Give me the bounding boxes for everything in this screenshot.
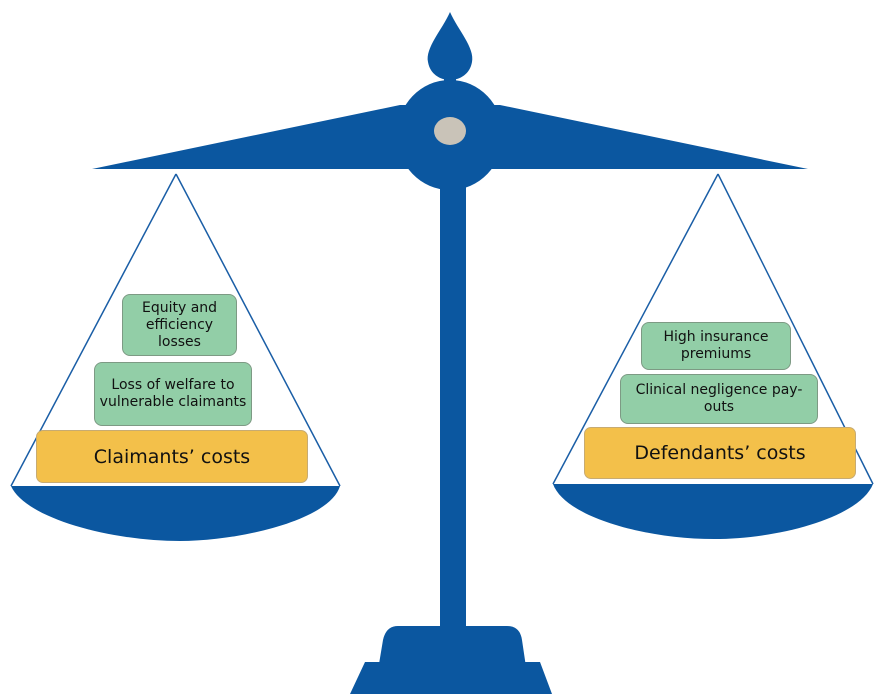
defendants-costs-label: Defendants’ costs: [634, 442, 806, 464]
right-stack-item-2: Clinical negligence pay-outs: [620, 374, 818, 424]
scale-pillar: [440, 183, 466, 628]
left-string-inner: [175, 173, 341, 487]
left-stack-item-1-label: Equity and efficiency losses: [141, 299, 218, 350]
pivot-circle: [434, 117, 466, 145]
claimants-costs-label: Claimants’ costs: [93, 445, 251, 468]
right-pan: [553, 484, 873, 539]
left-stack-item-1: Equity and efficiency losses: [122, 294, 237, 356]
left-stack-item-2-label: Loss of welfare to vulnerable claimants: [99, 377, 247, 410]
right-pan-base-label: Defendants’ costs: [584, 427, 856, 479]
right-string-outer: [552, 173, 719, 485]
right-stack-item-1: High insurance premiums: [641, 322, 791, 370]
scale-base-lower: [350, 662, 552, 694]
left-pan: [11, 486, 340, 541]
right-stack-item-2-label: Clinical negligence pay-outs: [635, 382, 803, 415]
right-stack-item-1-label: High insurance premiums: [663, 329, 769, 362]
scale-finial: [427, 12, 473, 80]
left-stack-item-2: Loss of welfare to vulnerable claimants: [94, 362, 252, 426]
left-pan-base-label: Claimants’ costs: [36, 430, 308, 483]
